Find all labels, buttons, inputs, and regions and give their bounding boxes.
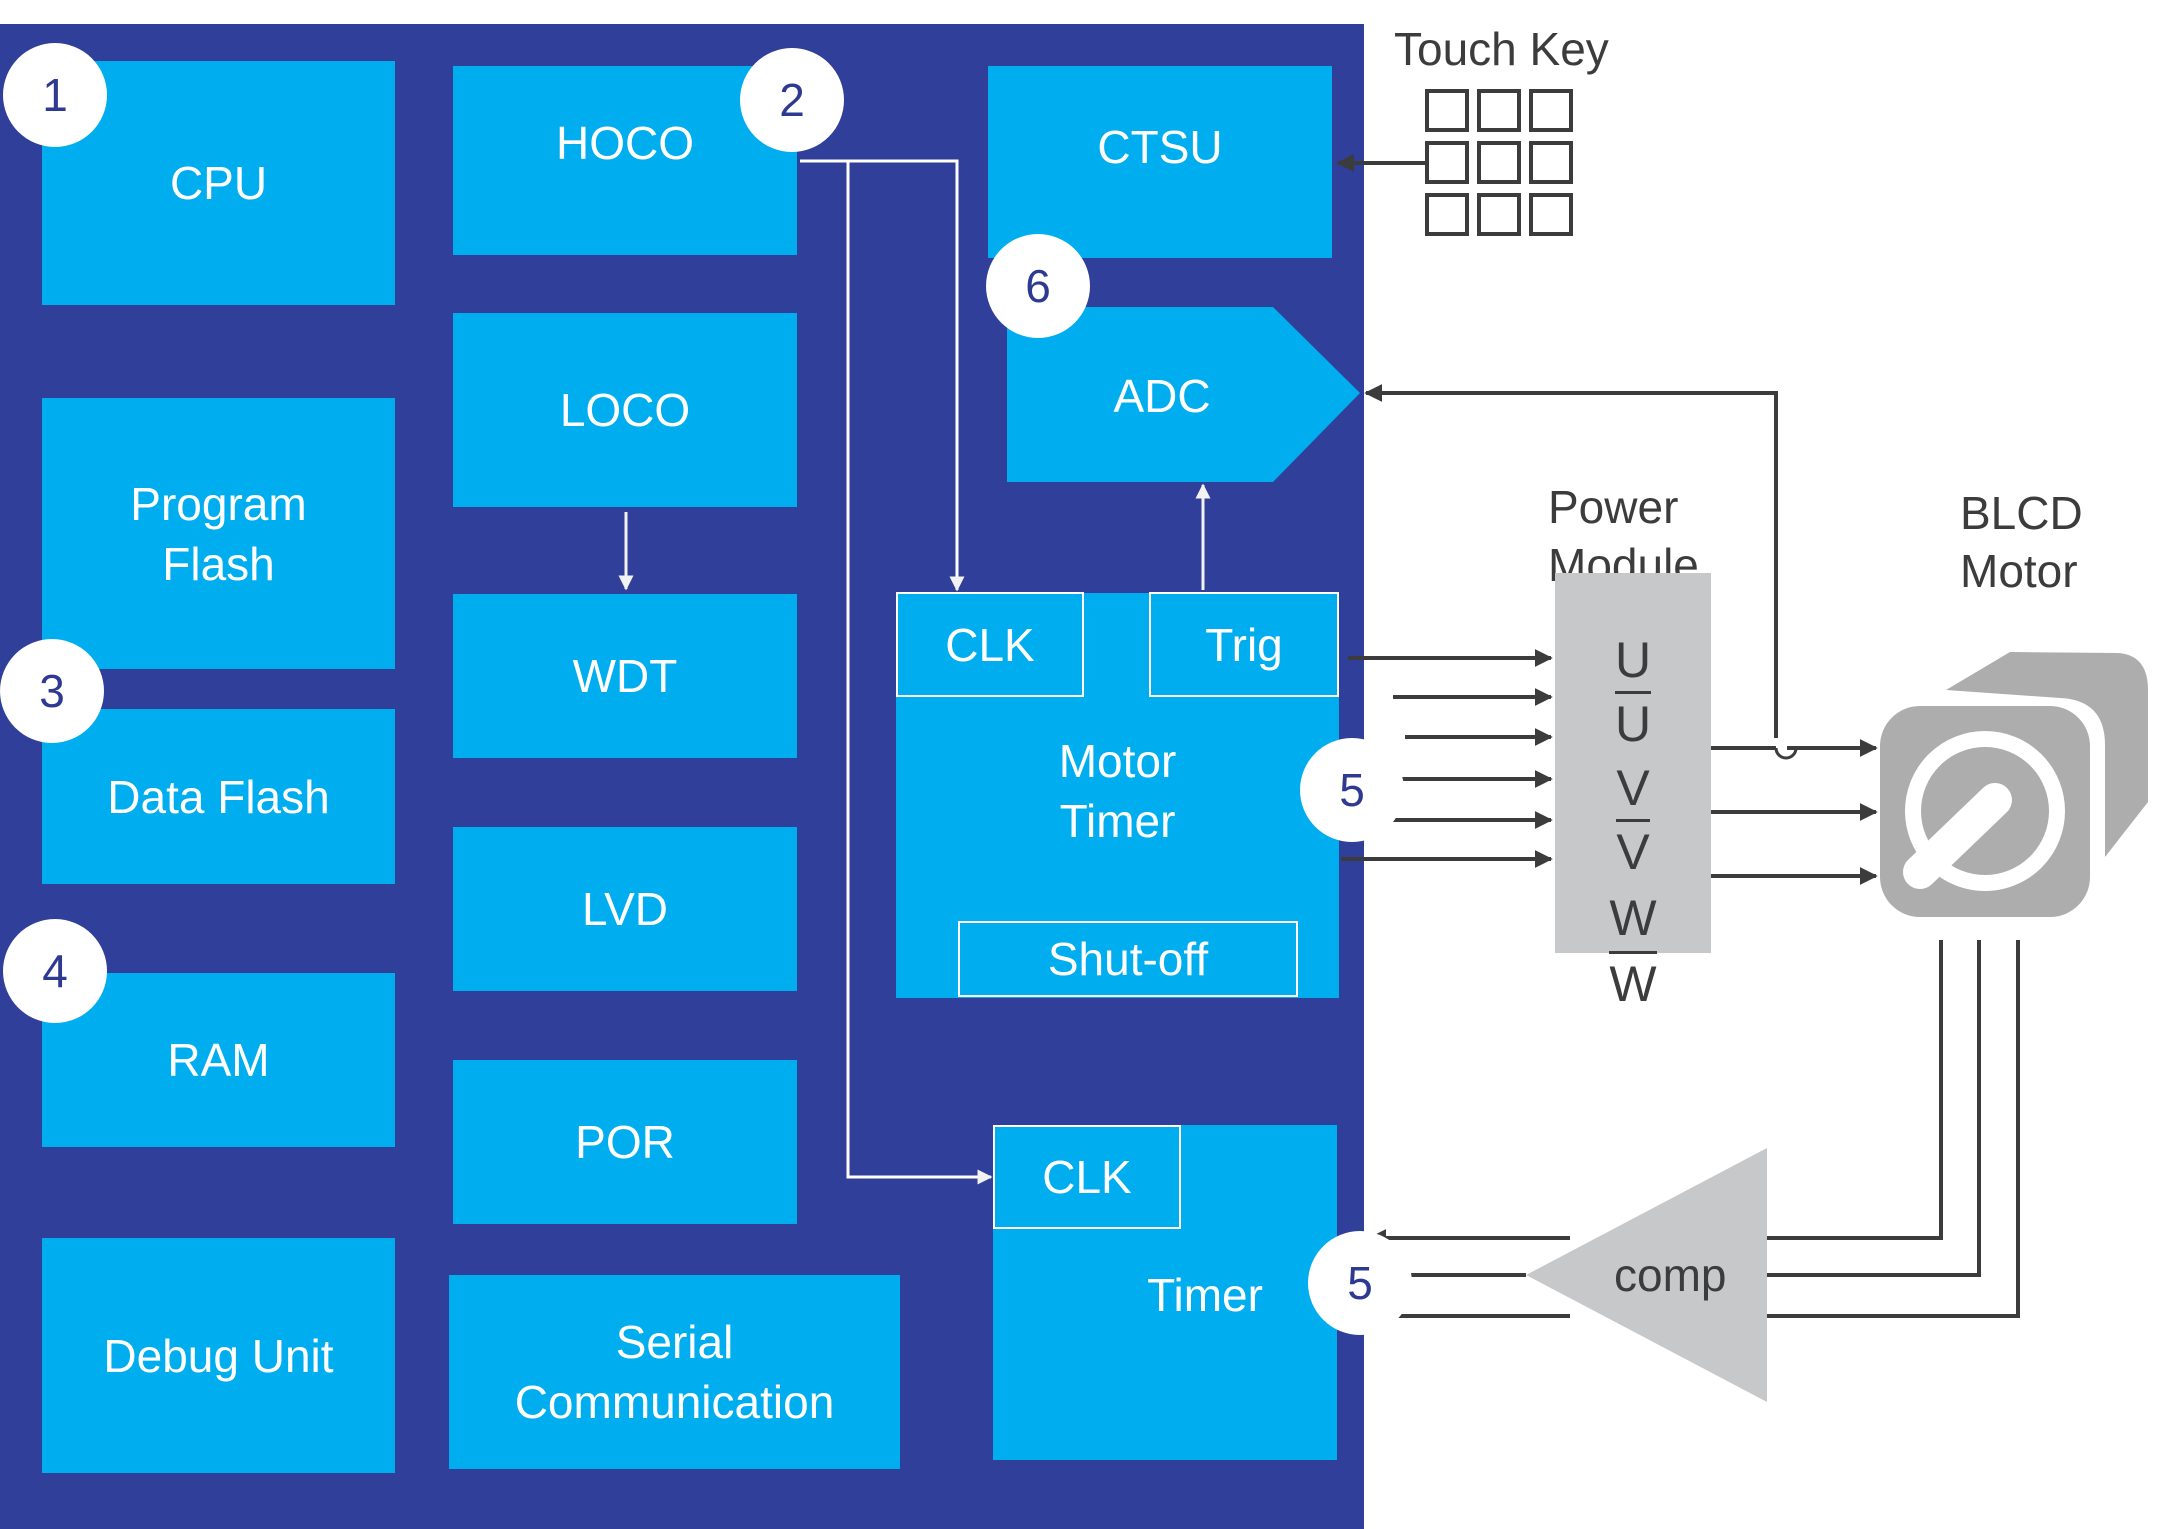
por-label: POR (575, 1116, 675, 1168)
badge-4: 4 (3, 919, 107, 1023)
ram-block: RAM (42, 973, 395, 1147)
program-flash-label: Program Flash (130, 477, 307, 590)
hoco-label: HOCO (556, 116, 694, 169)
adc-feedback-line (1364, 384, 1778, 738)
power-signal-v-bar: V (1555, 819, 1711, 880)
serial-communication-block: Serial Communication (449, 1275, 900, 1469)
touch-key-pad (1477, 193, 1521, 236)
lvd-label: LVD (581, 883, 669, 935)
bldc-motor-label: BLCD Motor (1960, 487, 2083, 597)
hoco-block: HOCO (453, 66, 797, 255)
ctsu-label: CTSU (1097, 121, 1223, 173)
timer-clk-label: CLK (1042, 1151, 1132, 1203)
data-flash-label: Data Flash (107, 770, 330, 823)
comparator-output-lines (1368, 1229, 1570, 1318)
motor-timer-trig-label: Trig (1205, 618, 1283, 671)
ctsu-block: CTSU (988, 66, 1332, 258)
badge-5a-number: 5 (1339, 764, 1365, 816)
timer-label: Timer (1147, 1269, 1263, 1321)
touch-key-pad (1425, 89, 1469, 132)
motor-timer-clk-label: CLK (945, 618, 1035, 671)
badge-3: 3 (0, 639, 104, 743)
lvd-block: LVD (453, 827, 797, 991)
touch-key-label: Touch Key (1394, 23, 1609, 75)
back-emf-lines (1767, 940, 2020, 1318)
touch-key-pad (1425, 141, 1469, 184)
power-signal-w-bar: W (1555, 951, 1711, 1012)
touch-key-pad (1529, 89, 1573, 132)
power-signal-u-bar: U (1555, 691, 1711, 752)
adc-label: ADC (1113, 370, 1210, 422)
badge-6: 6 (986, 234, 1090, 338)
badge-1-number: 1 (42, 69, 68, 121)
adc-block (1007, 307, 1360, 482)
cpu-label: CPU (169, 157, 268, 209)
badge-1: 1 (3, 43, 107, 147)
touch-key-pad (1477, 89, 1521, 132)
badge-5-motor-timer: 5 (1300, 738, 1404, 842)
debug-unit-label: Debug Unit (103, 1329, 334, 1382)
badge-2: 2 (740, 48, 844, 152)
touch-key-pad (1425, 193, 1469, 236)
touch-key-pad (1529, 193, 1573, 236)
badge-3-number: 3 (39, 665, 65, 717)
power-signal-w: W (1609, 890, 1657, 946)
hoco-clock-line (800, 159, 965, 592)
loco-label: LOCO (559, 384, 691, 436)
hoco-timer-clock-line (846, 161, 993, 1185)
comparator-label: comp (1614, 1249, 1727, 1301)
badge-6-number: 6 (1025, 260, 1051, 312)
bldc-motor-icon (1880, 652, 2148, 917)
touch-key-pad (1529, 141, 1573, 184)
touch-key-pad (1477, 141, 1521, 184)
loco-block: LOCO (453, 313, 797, 507)
ram-label: RAM (167, 1034, 270, 1086)
data-flash-block: Data Flash (42, 709, 395, 884)
badge-5-timer: 5 (1308, 1231, 1412, 1335)
motor-timer-label: Motor Timer (1058, 734, 1177, 847)
motor-phase-lines (1711, 739, 1878, 885)
badge-2-number: 2 (779, 74, 805, 126)
serial-communication-label: Serial Communication (514, 1316, 835, 1428)
wdt-block: WDT (453, 594, 797, 758)
motor-timer-shutoff-label: Shut-off (1047, 933, 1209, 985)
motor-timer-shutoff: Shut-off (958, 921, 1298, 997)
debug-unit-block: Debug Unit (42, 1238, 395, 1473)
motor-timer-trig: Trig (1149, 592, 1339, 697)
wdt-label: WDT (572, 650, 678, 702)
power-signal-v: V (1616, 760, 1650, 816)
comparator-triangle (1526, 1148, 1767, 1402)
badge-5b-number: 5 (1347, 1257, 1373, 1309)
motor-timer-clk: CLK (896, 592, 1084, 697)
program-flash-block: Program Flash (42, 398, 395, 669)
por-block: POR (453, 1060, 797, 1224)
timer-clk: CLK (993, 1125, 1181, 1229)
badge-4-number: 4 (42, 945, 68, 997)
touch-key-grid (1425, 89, 1573, 236)
power-signal-u: U (1614, 632, 1652, 688)
